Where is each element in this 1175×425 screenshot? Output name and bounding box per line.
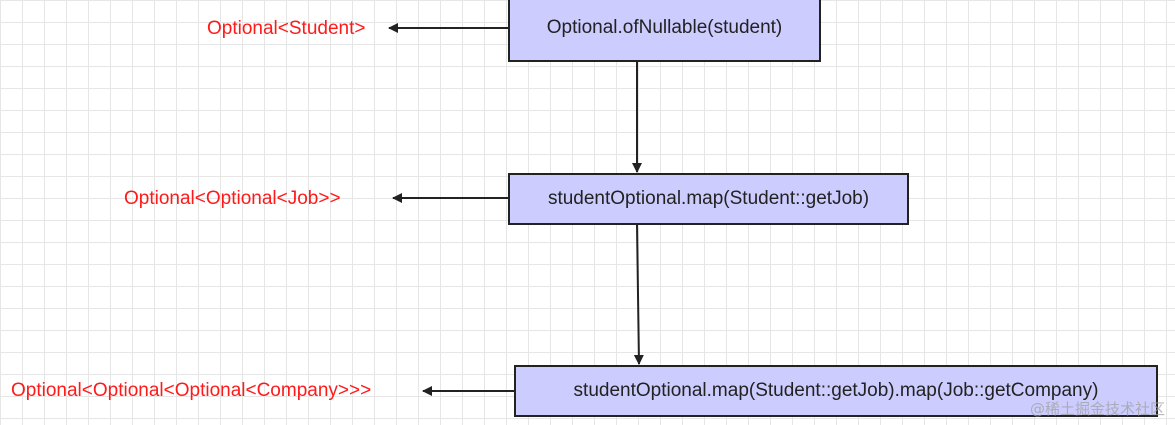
watermark: @稀土掘金技术社区 — [1029, 400, 1165, 418]
node-of-nullable: Optional.ofNullable(student) — [508, 0, 821, 62]
node-map-get-job: studentOptional.map(Student::getJob) — [508, 173, 909, 225]
type-label-optional-optional-optional-company: Optional<Optional<Optional<Company>>> — [11, 380, 372, 401]
type-label-optional-student: Optional<Student> — [207, 18, 366, 39]
node-map-get-company: studentOptional.map(Student::getJob).map… — [514, 365, 1158, 417]
type-label-optional-optional-job: Optional<Optional<Job>> — [124, 188, 341, 209]
flow-arrow-2-to-3 — [633, 224, 644, 365]
